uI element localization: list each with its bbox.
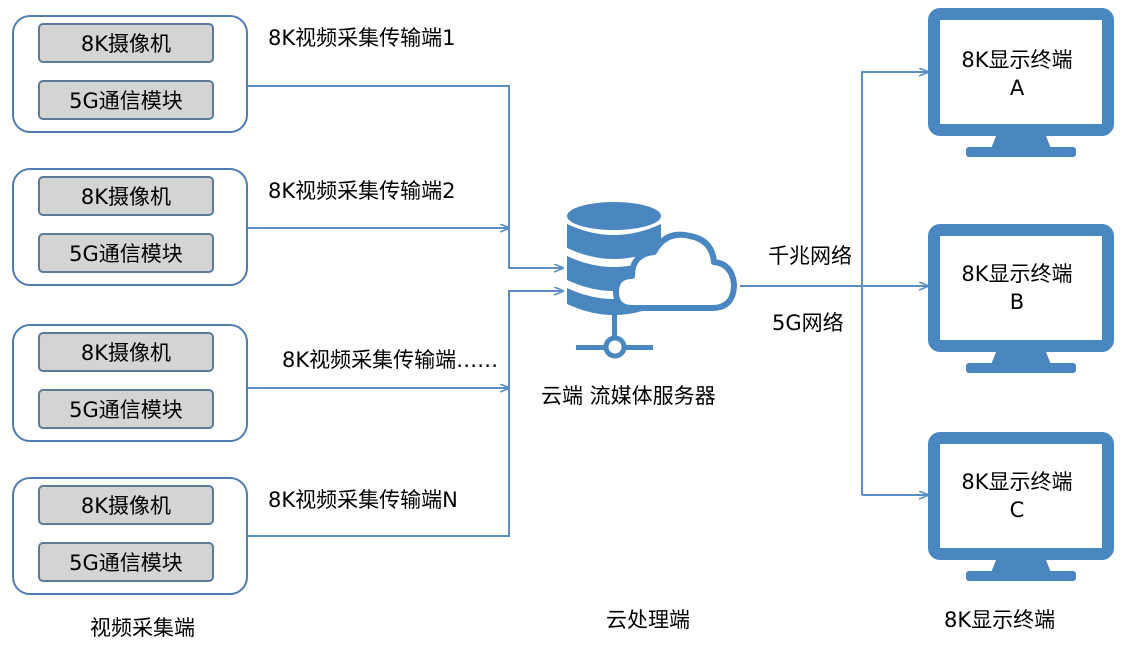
- camera-box: 8K摄像机: [38, 23, 214, 63]
- display-id: A: [1009, 76, 1025, 100]
- gigabit-network-label: 千兆网络: [768, 244, 852, 268]
- connector-unitN: [248, 291, 563, 537]
- 5g-network-label: 5G网络: [772, 311, 844, 335]
- capture-group-4: 8K摄像机 5G通信模块: [12, 477, 248, 595]
- camera-box: 8K摄像机: [38, 332, 214, 372]
- capture-group-2: 8K摄像机 5G通信模块: [12, 168, 248, 286]
- camera-box: 8K摄像机: [38, 176, 214, 216]
- display-label: 8K显示终端 A: [934, 46, 1100, 102]
- cloud-server-icon: [567, 202, 737, 359]
- display-name: 8K显示终端: [961, 470, 1073, 494]
- comm-module-box: 5G通信模块: [38, 233, 214, 273]
- monitor-icon: [928, 8, 1114, 157]
- display-name: 8K显示终端: [961, 48, 1073, 72]
- comm-module-box: 5G通信模块: [38, 542, 214, 582]
- capture-group-3: 8K摄像机 5G通信模块: [12, 324, 248, 442]
- display-label: 8K显示终端 B: [934, 260, 1100, 316]
- display-name: 8K显示终端: [961, 262, 1073, 286]
- display-id: C: [1009, 498, 1025, 522]
- section-caption-capture: 视频采集端: [90, 616, 195, 640]
- section-caption-cloud: 云处理端: [606, 608, 690, 632]
- display-terminal-a: 8K显示终端 A: [926, 6, 1116, 159]
- connector-display-a: [861, 72, 928, 495]
- monitor-icon: [928, 224, 1114, 373]
- capture-unit-label: 8K视频采集传输端2: [268, 179, 456, 203]
- section-caption-display: 8K显示终端: [944, 608, 1056, 632]
- display-terminal-c: 8K显示终端 C: [926, 430, 1116, 583]
- capture-unit-label: 8K视频采集传输端N: [268, 488, 458, 512]
- capture-group-1: 8K摄像机 5G通信模块: [12, 15, 248, 133]
- capture-unit-label: 8K视频采集传输端……: [282, 348, 499, 372]
- connector-unit1: [248, 85, 563, 268]
- capture-unit-label: 8K视频采集传输端1: [268, 26, 456, 50]
- server-label: 云端 流媒体服务器: [541, 384, 716, 408]
- camera-box: 8K摄像机: [38, 485, 214, 525]
- monitor-icon: [928, 432, 1114, 581]
- comm-module-box: 5G通信模块: [38, 80, 214, 120]
- display-label: 8K显示终端 C: [934, 468, 1100, 524]
- display-terminal-b: 8K显示终端 B: [926, 222, 1116, 375]
- comm-module-box: 5G通信模块: [38, 389, 214, 429]
- display-id: B: [1009, 290, 1025, 314]
